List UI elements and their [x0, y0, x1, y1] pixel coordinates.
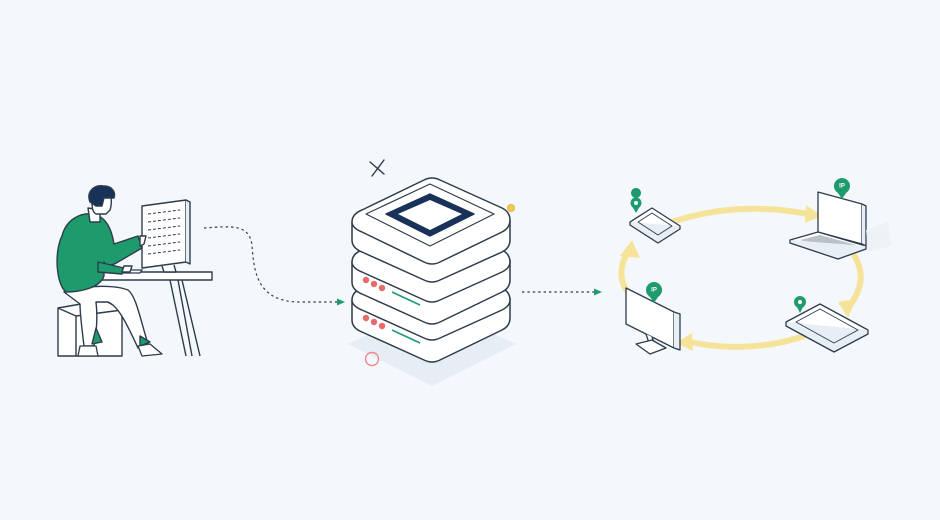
monitor-icon — [625, 287, 681, 355]
server-unit-top — [351, 177, 511, 283]
decor-red-ring — [364, 351, 380, 367]
pin-laptop: IP — [834, 178, 850, 199]
tablet-icon — [629, 207, 681, 244]
pin-monitor: IP — [646, 282, 662, 303]
person-legs — [63, 285, 151, 349]
pin-icon-tablet-large — [794, 296, 806, 313]
person-shoes — [77, 343, 163, 357]
laptop-icon — [789, 191, 892, 260]
connector-person-to-server — [203, 226, 345, 306]
pin-monitor-label: IP — [651, 288, 657, 294]
person-at-desk-illustration — [56, 185, 213, 357]
person-head — [87, 185, 116, 223]
pin-icon-tablet — [630, 188, 642, 213]
decor-cross-icon — [369, 159, 385, 177]
pin-laptop-label: IP — [839, 184, 845, 190]
sync-arrowheads — [620, 205, 856, 351]
connector-server-to-devices — [522, 288, 602, 296]
server-stack-icon — [348, 177, 516, 386]
desk-monitor — [141, 199, 191, 273]
decor-yellow-dot — [507, 204, 515, 212]
tablet-large-icon — [785, 303, 869, 353]
